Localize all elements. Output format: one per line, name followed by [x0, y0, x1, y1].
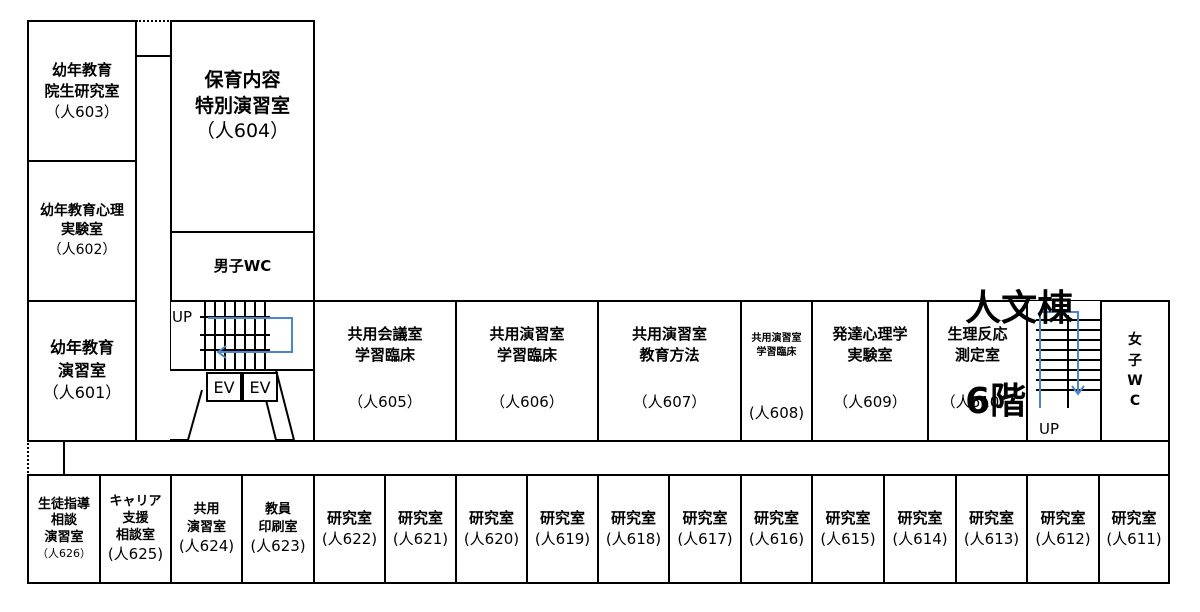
- room-jin604[interactable]: 保育内容 特別演習室 （人604）: [170, 20, 315, 233]
- room-name: 女 子 W C: [1127, 332, 1143, 410]
- room-number: (人616): [748, 530, 805, 548]
- elevator-1[interactable]: EV: [206, 372, 242, 402]
- stair-up-label-left: UP: [172, 308, 193, 326]
- room-name: 共用 演習室: [186, 502, 226, 535]
- room-jin613[interactable]: 研究室 (人613): [955, 474, 1028, 584]
- room-number: （人609）: [833, 393, 907, 411]
- room-number: (人613): [963, 530, 1020, 548]
- room-number: (人615): [820, 530, 876, 548]
- room-name: 研究室: [968, 509, 1014, 527]
- room-number: (人619): [534, 530, 591, 548]
- room-name: 研究室: [753, 509, 799, 527]
- floor-title: 人文棟 6階: [940, 238, 1073, 424]
- room-name: 共用演習室 教育方法: [631, 325, 707, 364]
- room-jin612[interactable]: 研究室 (人612): [1026, 474, 1100, 584]
- room-name: 研究室: [1111, 509, 1157, 527]
- room-jin609[interactable]: 発達心理学 実験室 （人609）: [811, 300, 929, 442]
- room-jin602[interactable]: 幼年教育心理 実験室 （人602）: [27, 160, 137, 302]
- link-bar-top: [136, 55, 172, 57]
- room-number: （人626）: [37, 547, 91, 561]
- room-jin601[interactable]: 幼年教育 演習室 （人601）: [27, 300, 137, 442]
- room-jin616[interactable]: 研究室 (人616): [740, 474, 813, 584]
- room-mens-wc[interactable]: 男子WC: [170, 231, 315, 302]
- room-number: （人602）: [47, 241, 117, 258]
- room-jin624[interactable]: 共用 演習室 (人624): [170, 474, 243, 584]
- room-number: （人610）: [940, 393, 1015, 411]
- right-stair: [1026, 300, 1102, 408]
- room-name: 発達心理学 実験室: [832, 325, 908, 364]
- room-name: 共用演習室 学習臨床: [751, 333, 802, 358]
- room-number: （人604）: [195, 120, 290, 143]
- room-number: （人603）: [45, 102, 119, 121]
- room-number: (人620): [463, 530, 520, 548]
- room-jin614[interactable]: 研究室 (人614): [883, 474, 957, 584]
- building-name: 人文棟: [965, 288, 1074, 329]
- room-name: 幼年教育 演習室: [49, 338, 114, 380]
- room-name: 保育内容 特別演習室: [194, 69, 290, 117]
- left-stair: [170, 300, 315, 441]
- room-number: (人618): [605, 530, 662, 548]
- room-name: 教員 印刷室: [258, 502, 298, 535]
- room-number: (人608): [748, 404, 805, 422]
- room-number: (人612): [1035, 530, 1091, 548]
- room-number: (人614): [892, 530, 948, 548]
- room-jin621[interactable]: 研究室 (人621): [384, 474, 457, 584]
- room-jin625[interactable]: キャリア 支援 相談室 (人625): [99, 474, 172, 584]
- room-number: （人606）: [490, 393, 564, 411]
- room-number: (人621): [392, 530, 449, 548]
- room-name: 研究室: [897, 509, 943, 527]
- room-jin622[interactable]: 研究室 (人622): [313, 474, 386, 584]
- room-name: 生理反応 測定室: [947, 325, 1008, 364]
- room-jin620[interactable]: 研究室 (人620): [455, 474, 528, 584]
- room-jin603[interactable]: 幼年教育 院生研究室 （人603）: [27, 20, 137, 162]
- room-jin619[interactable]: 研究室 (人619): [526, 474, 599, 584]
- room-name: 研究室: [468, 509, 514, 527]
- floor-number: 6階: [965, 381, 1027, 422]
- room-jin605[interactable]: 共用会議室 学習臨床 （人605）: [313, 300, 457, 442]
- room-womens-wc[interactable]: 女 子 W C: [1100, 300, 1170, 442]
- room-name: 研究室: [1040, 509, 1086, 527]
- room-name: 男子WC: [213, 257, 272, 275]
- room-jin615[interactable]: 研究室 (人615): [811, 474, 885, 584]
- room-name: 研究室: [397, 509, 443, 527]
- room-name: 研究室: [825, 509, 871, 527]
- room-jin618[interactable]: 研究室 (人618): [597, 474, 670, 584]
- room-jin623[interactable]: 教員 印刷室 (人623): [241, 474, 315, 584]
- room-name: 共用演習室 学習臨床: [489, 325, 565, 364]
- room-number: （人601）: [42, 383, 122, 403]
- room-jin617[interactable]: 研究室 (人617): [668, 474, 742, 584]
- room-name: 幼年教育心理 実験室: [40, 202, 124, 239]
- room-number: (人622): [321, 530, 378, 548]
- room-number: （人605）: [348, 393, 422, 411]
- room-jin607[interactable]: 共用演習室 教育方法 （人607）: [597, 300, 742, 442]
- room-jin610[interactable]: 生理反応 測定室 （人610）: [927, 300, 1028, 442]
- room-name: 幼年教育 院生研究室: [44, 60, 120, 100]
- room-name: 共用会議室 学習臨床: [347, 325, 423, 364]
- room-name: 研究室: [326, 509, 372, 527]
- room-number: (人625): [107, 544, 164, 563]
- room-jin611[interactable]: 研究室 (人611): [1098, 474, 1170, 584]
- room-jin626[interactable]: 生徒指導 相談 演習室 （人626）: [27, 474, 101, 584]
- corridor-left-stub: [63, 440, 65, 476]
- room-name: 研究室: [682, 509, 728, 527]
- room-number: (人617): [677, 530, 733, 548]
- room-name: キャリア 支援 相談室: [109, 493, 162, 543]
- room-name: 生徒指導 相談 演習室: [37, 496, 90, 546]
- elevator-2[interactable]: EV: [242, 372, 278, 402]
- corridor-left-dotted: [27, 440, 29, 476]
- stair-up-label-right: UP: [1039, 420, 1060, 438]
- room-name: 研究室: [610, 509, 656, 527]
- top-dotted-link: [136, 20, 172, 22]
- room-number: (人611): [1106, 530, 1162, 548]
- room-jin606[interactable]: 共用演習室 学習臨床 （人606）: [455, 300, 599, 442]
- room-number: (人623): [250, 537, 306, 556]
- room-number: (人624): [178, 537, 235, 556]
- room-number: （人607）: [632, 393, 707, 411]
- room-name: 研究室: [539, 509, 585, 527]
- room-jin608[interactable]: 共用演習室 学習臨床 (人608): [740, 300, 813, 442]
